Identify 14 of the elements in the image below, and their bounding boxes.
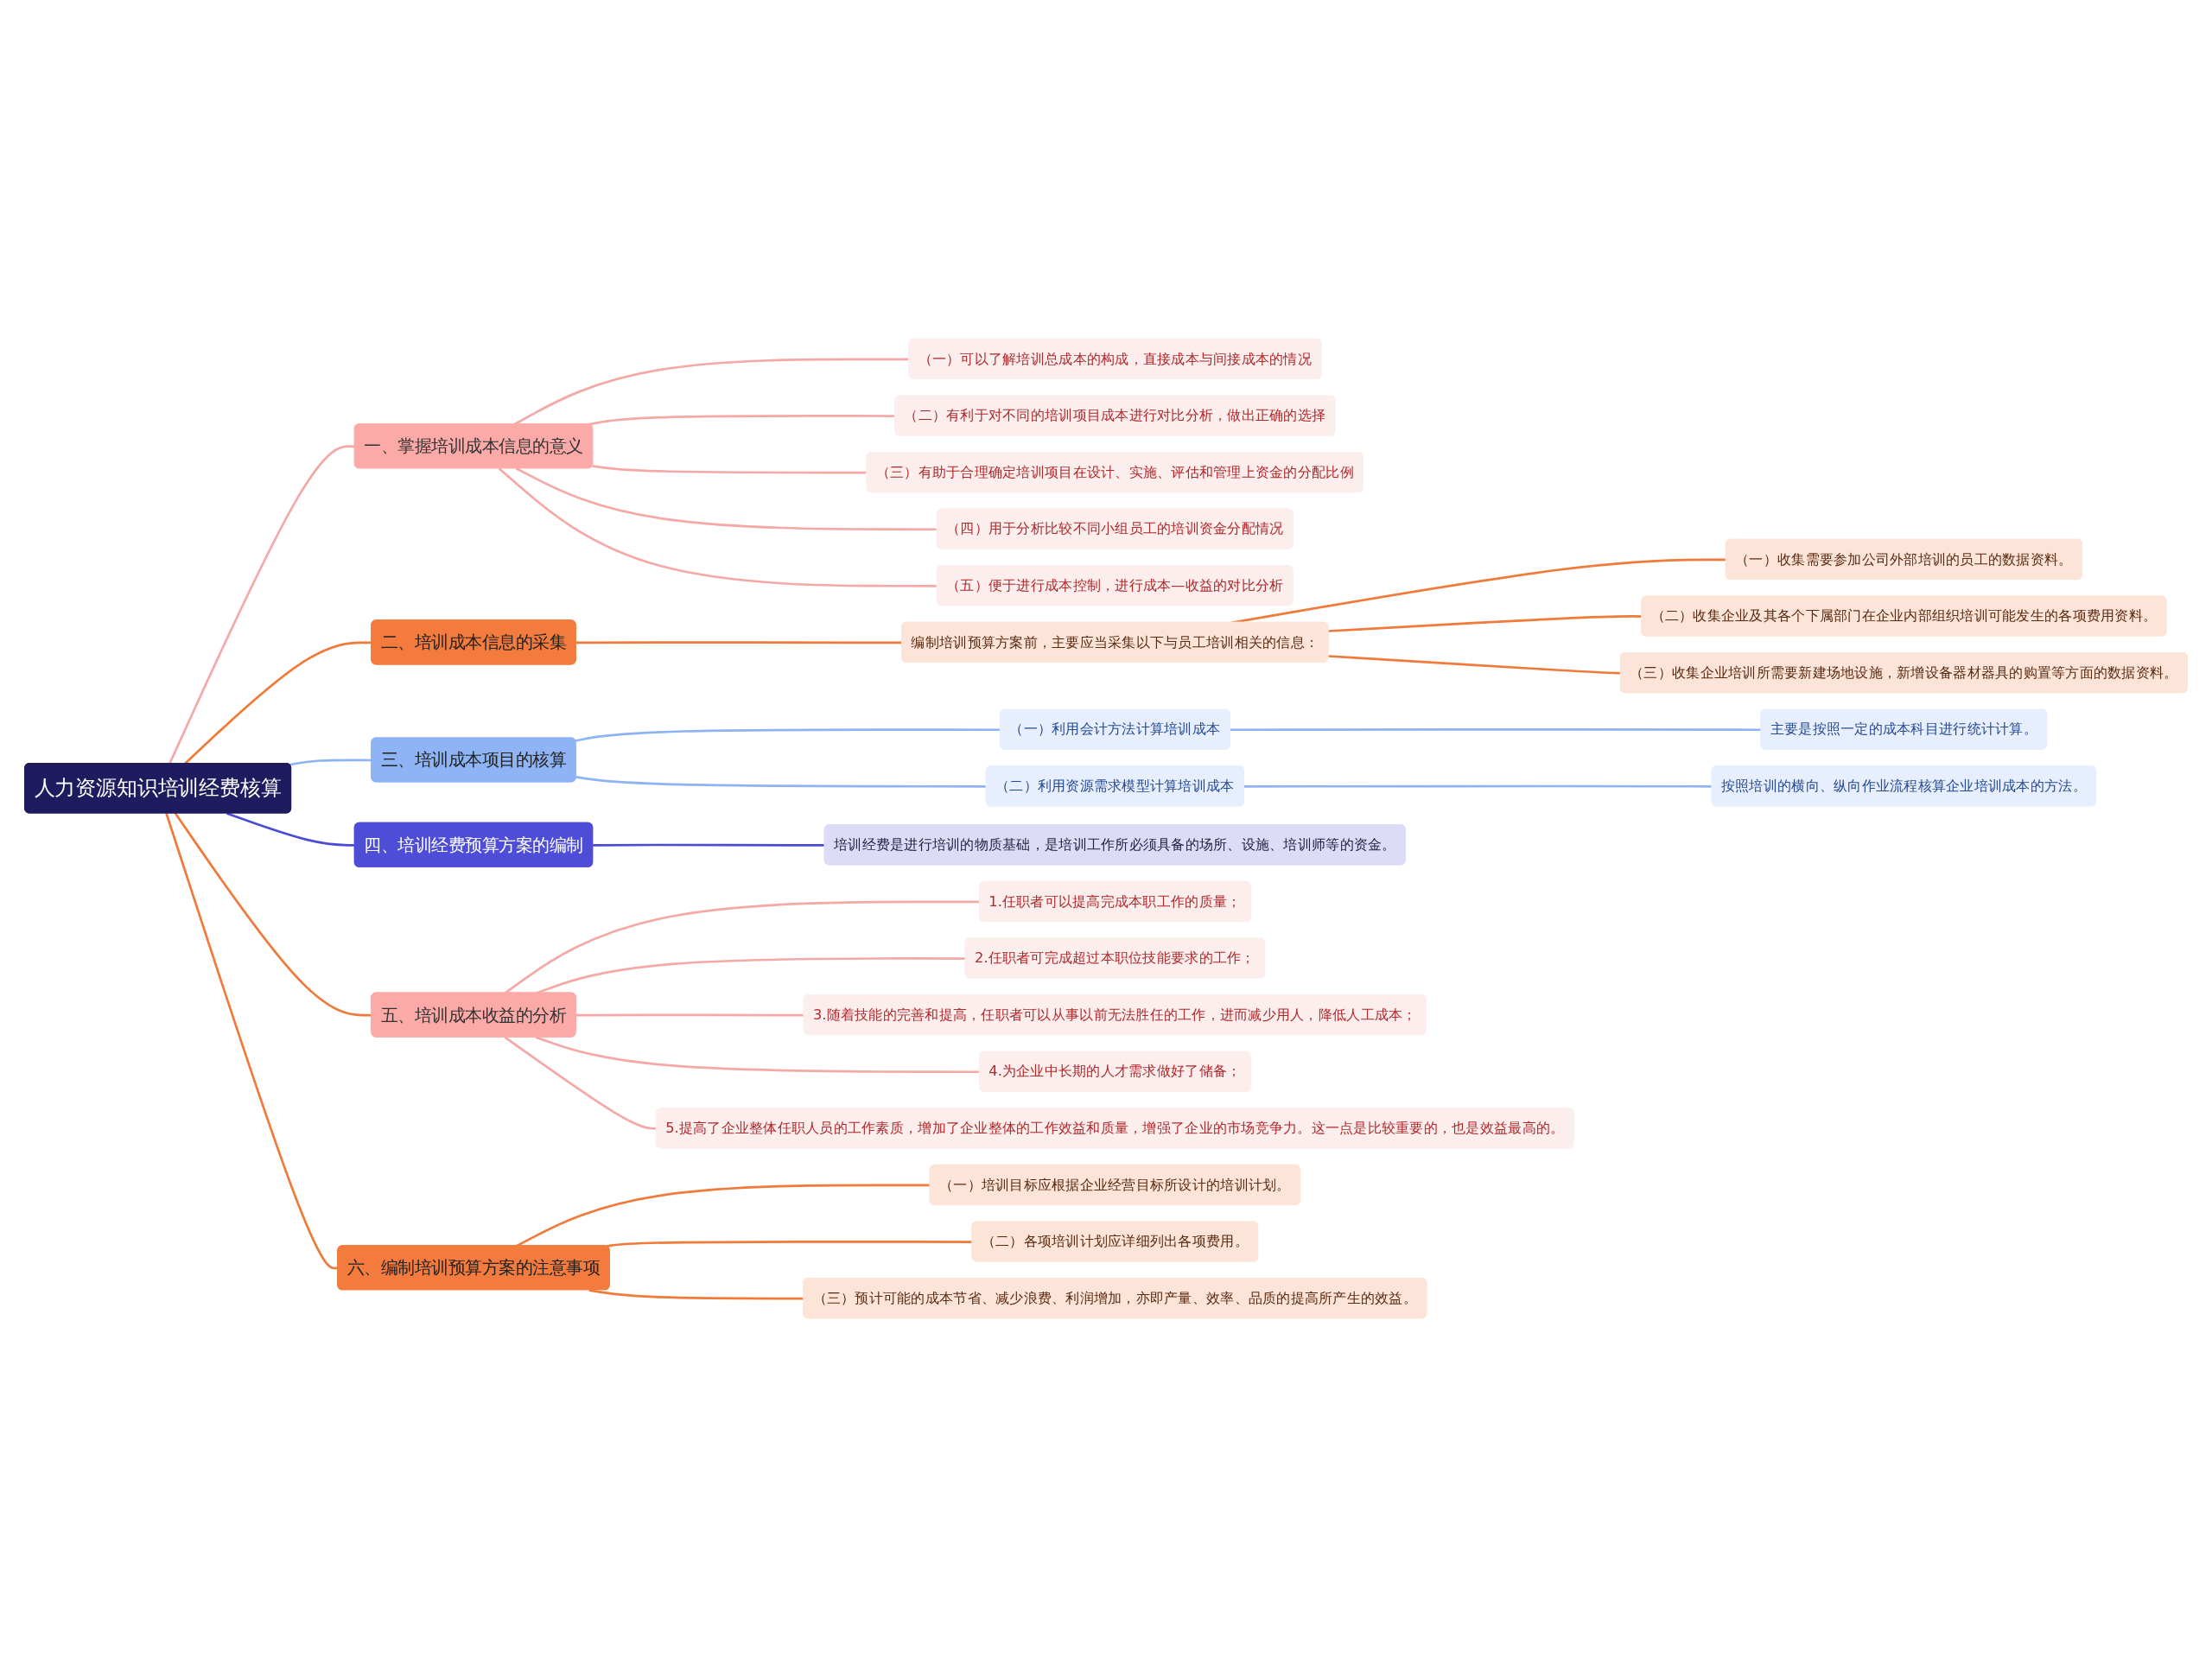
connector xyxy=(168,445,355,765)
connector xyxy=(498,467,938,587)
connector xyxy=(575,1013,804,1017)
connector xyxy=(226,812,355,847)
connector xyxy=(535,957,966,994)
connector xyxy=(593,843,825,847)
connector xyxy=(575,776,987,788)
connector xyxy=(1243,784,1713,788)
connector xyxy=(504,900,980,994)
connector xyxy=(515,467,938,531)
connector xyxy=(535,1036,980,1074)
connector xyxy=(1230,728,1762,732)
connector xyxy=(1328,655,1621,675)
connector xyxy=(504,1036,657,1130)
